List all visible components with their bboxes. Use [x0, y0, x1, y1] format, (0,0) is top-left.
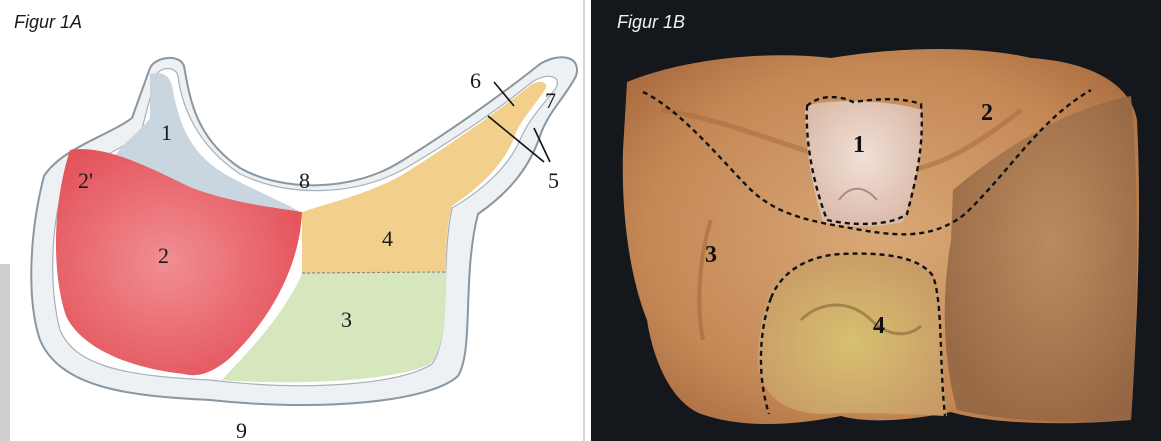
- label-8: 8: [299, 168, 310, 193]
- label-4: 4: [382, 226, 393, 251]
- label-1: 1: [853, 132, 865, 158]
- figure-1a-panel: 1 2' 2 3 4 5 6 7 8 9 Figur 1A: [0, 0, 585, 441]
- label-2-prime: 2': [78, 168, 93, 193]
- label-9: 9: [236, 418, 247, 441]
- label-3: 3: [705, 242, 717, 268]
- figure-1b-title: Figur 1B: [617, 12, 685, 33]
- figure-1b-panel: 1 2 3 4 Figur 1B: [591, 0, 1161, 441]
- figure-1a-title: Figur 1A: [14, 12, 82, 33]
- label-1: 1: [161, 120, 172, 145]
- label-2: 2: [158, 243, 169, 268]
- stomach-photo: 1 2 3 4: [591, 0, 1161, 441]
- label-6: 6: [470, 68, 481, 93]
- zone-4: [758, 254, 947, 416]
- label-2: 2: [981, 100, 993, 126]
- label-5: 5: [548, 168, 559, 193]
- label-3: 3: [341, 307, 352, 332]
- stomach-diagram: 1 2' 2 3 4 5 6 7 8 9: [0, 0, 585, 441]
- label-7: 7: [545, 88, 556, 113]
- label-4: 4: [873, 313, 885, 339]
